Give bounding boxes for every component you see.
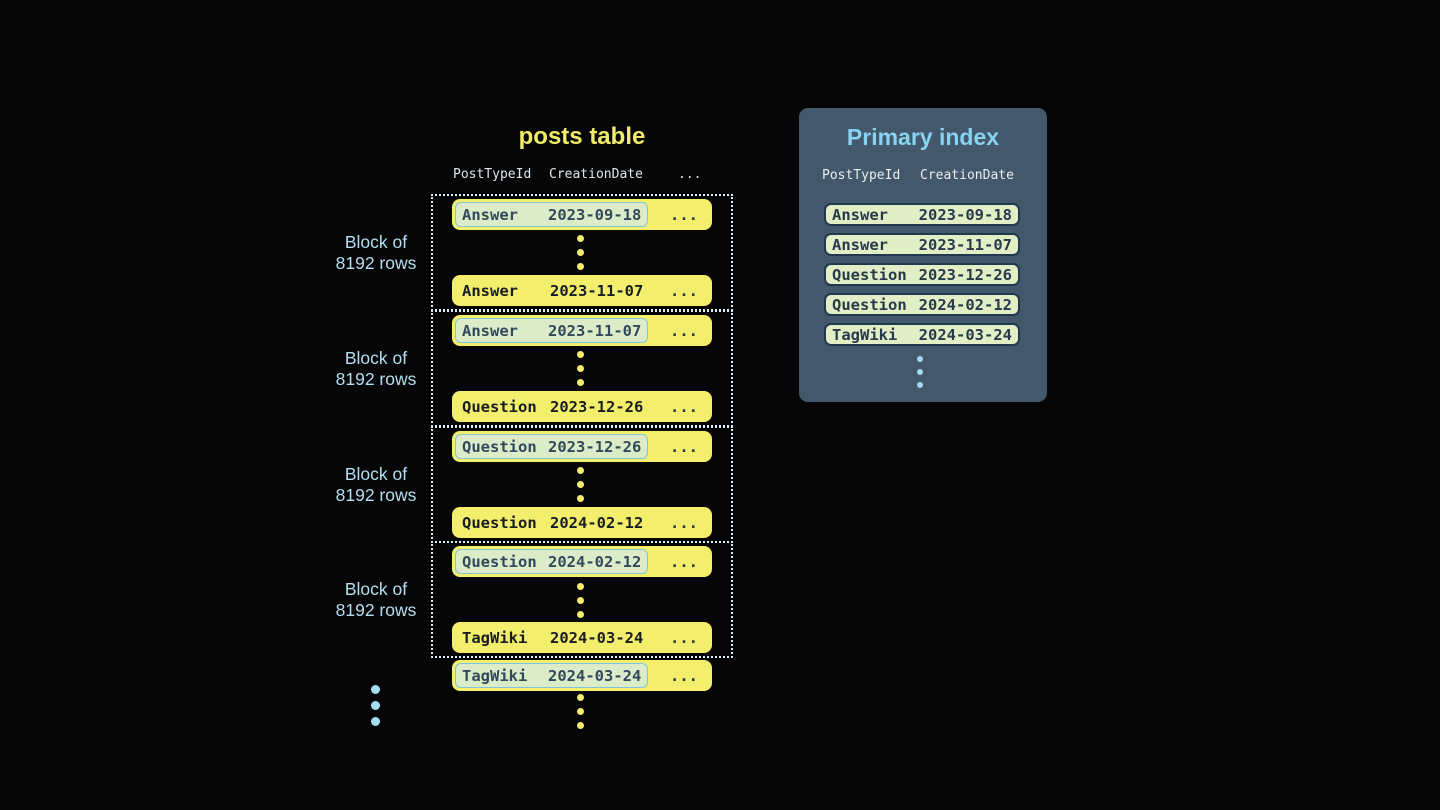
table-row-overflow: TagWiki 2024-03-24 ... — [452, 660, 712, 691]
ellipsis-dots-icon — [577, 583, 584, 618]
index-row: TagWiki 2024-03-24 — [824, 323, 1020, 346]
cell-posttypeid: Question — [832, 295, 907, 314]
more-blocks-dots-icon — [371, 685, 380, 726]
cell-creationdate: 2024-02-12 — [550, 513, 644, 532]
cell-creationdate: 2024-02-12 — [918, 295, 1012, 314]
block-3-label: Block of 8192 rows — [335, 464, 417, 505]
cell-posttypeid: TagWiki — [462, 666, 528, 685]
cell-creationdate: 2023-12-26 — [550, 397, 644, 416]
cell-ellipsis: ... — [670, 666, 698, 685]
cell-ellipsis: ... — [670, 628, 698, 647]
index-header-creationdate: CreationDate — [920, 168, 1014, 183]
block-4: Question 2024-02-12 ... TagWiki 2024-03-… — [431, 541, 733, 658]
block-2-label: Block of 8192 rows — [335, 348, 417, 389]
table-row-block1-last: Answer 2023-11-07 ... — [452, 275, 712, 306]
cell-posttypeid: Answer — [462, 281, 518, 300]
ellipsis-dots-icon — [577, 235, 584, 270]
indexed-row-highlight: Question 2024-02-12 — [455, 549, 649, 574]
table-row-block1-first: Answer 2023-09-18 ... — [452, 199, 712, 230]
index-header-posttypeid: PostTypeId — [822, 168, 901, 183]
indexed-row-highlight: Answer 2023-09-18 — [455, 202, 649, 227]
block-1-label: Block of 8192 rows — [335, 232, 417, 273]
cell-creationdate: 2024-03-24 — [550, 628, 644, 647]
cell-ellipsis: ... — [670, 281, 698, 300]
primary-index-title: Primary index — [846, 124, 1000, 150]
indexed-row-highlight: TagWiki 2024-03-24 — [455, 663, 649, 688]
ellipsis-dots-icon — [577, 351, 584, 386]
cell-ellipsis: ... — [670, 397, 698, 416]
cell-creationdate: 2024-03-24 — [918, 325, 1012, 344]
ellipsis-dots-icon — [577, 694, 584, 729]
cell-posttypeid: Answer — [832, 205, 888, 224]
cell-creationdate: 2023-12-26 — [918, 265, 1012, 284]
index-rows: Answer 2023-09-18 Answer 2023-11-07 Ques… — [824, 203, 1020, 346]
indexed-row-highlight: Question 2023-12-26 — [455, 434, 649, 459]
table-row-block3-first: Question 2023-12-26 ... — [452, 431, 712, 462]
cell-creationdate: 2023-11-07 — [548, 321, 642, 340]
cell-creationdate: 2024-02-12 — [548, 552, 642, 571]
cell-posttypeid: TagWiki — [462, 628, 528, 647]
block-4-label: Block of 8192 rows — [335, 579, 417, 620]
cell-posttypeid: Answer — [462, 205, 518, 224]
cell-ellipsis: ... — [670, 205, 698, 224]
index-row: Question 2023-12-26 — [824, 263, 1020, 286]
table-row-block4-first: Question 2024-02-12 ... — [452, 546, 712, 577]
cell-creationdate: 2023-12-26 — [548, 437, 642, 456]
posts-table-title: posts table — [518, 123, 646, 150]
table-row-block4-last: TagWiki 2024-03-24 ... — [452, 622, 712, 653]
cell-posttypeid: Question — [462, 437, 537, 456]
cell-ellipsis: ... — [670, 552, 698, 571]
table-row-block3-last: Question 2024-02-12 ... — [452, 507, 712, 538]
cell-creationdate: 2023-11-07 — [918, 235, 1012, 254]
more-index-entries-dots-icon — [917, 356, 923, 388]
block-3: Question 2023-12-26 ... Question 2024-02… — [431, 426, 733, 543]
cell-creationdate: 2023-11-07 — [550, 281, 644, 300]
index-row: Question 2024-02-12 — [824, 293, 1020, 316]
indexed-row-highlight: Answer 2023-11-07 — [455, 318, 649, 343]
block-1: Answer 2023-09-18 ... Answer 2023-11-07 … — [431, 194, 733, 311]
table-row-block2-last: Question 2023-12-26 ... — [452, 391, 712, 422]
posts-header-creationdate: CreationDate — [549, 167, 643, 182]
cell-posttypeid: Question — [832, 265, 907, 284]
table-row-block2-first: Answer 2023-11-07 ... — [452, 315, 712, 346]
cell-creationdate: 2024-03-24 — [548, 666, 642, 685]
index-row: Answer 2023-11-07 — [824, 233, 1020, 256]
cell-creationdate: 2023-09-18 — [918, 205, 1012, 224]
cell-ellipsis: ... — [670, 513, 698, 532]
posts-header-ellipsis: ... — [678, 167, 702, 182]
cell-posttypeid: Question — [462, 552, 537, 571]
cell-posttypeid: TagWiki — [832, 325, 898, 344]
cell-creationdate: 2023-09-18 — [548, 205, 642, 224]
cell-posttypeid: Answer — [462, 321, 518, 340]
primary-index-panel: Primary index PostTypeId CreationDate An… — [799, 108, 1047, 402]
index-row: Answer 2023-09-18 — [824, 203, 1020, 226]
cell-posttypeid: Answer — [832, 235, 888, 254]
cell-posttypeid: Question — [462, 513, 537, 532]
cell-posttypeid: Question — [462, 397, 537, 416]
block-2: Answer 2023-11-07 ... Question 2023-12-2… — [431, 310, 733, 427]
ellipsis-dots-icon — [577, 467, 584, 502]
cell-ellipsis: ... — [670, 437, 698, 456]
cell-ellipsis: ... — [670, 321, 698, 340]
posts-header-posttypeid: PostTypeId — [453, 167, 532, 182]
